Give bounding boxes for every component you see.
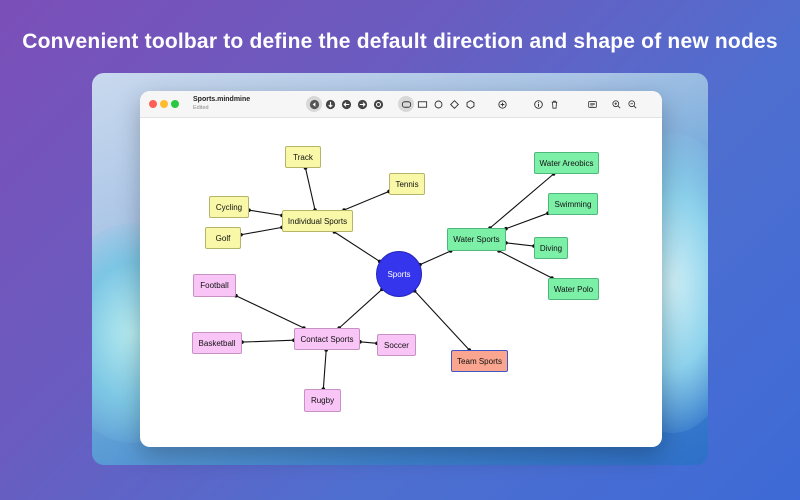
shape-rounded-rect-icon[interactable] xyxy=(398,96,414,112)
node-golf[interactable]: Golf xyxy=(205,227,241,249)
action-toolbar-group xyxy=(494,96,562,112)
direction-auto-icon[interactable] xyxy=(306,96,322,112)
node-team-sports[interactable]: Team Sports xyxy=(451,350,508,372)
connector-water-polo xyxy=(498,250,553,279)
zoom-in-icon[interactable] xyxy=(608,96,624,112)
info-icon[interactable] xyxy=(530,96,546,112)
connector-sports-team xyxy=(414,290,470,351)
connector-individual-track xyxy=(304,167,316,211)
node-diving[interactable]: Diving xyxy=(534,237,568,259)
node-tennis[interactable]: Tennis xyxy=(389,173,425,195)
direction-left-icon[interactable] xyxy=(338,96,354,112)
document-title: Sports.mindmine xyxy=(193,96,251,103)
title-bar: Sports.mindmine Edited xyxy=(140,91,662,118)
connector-individual-cycling xyxy=(248,209,283,216)
shape-rectangle-icon[interactable] xyxy=(414,96,430,112)
node-soccer[interactable]: Soccer xyxy=(377,334,416,356)
node-swimming[interactable]: Swimming xyxy=(548,193,598,215)
trash-icon[interactable] xyxy=(546,96,562,112)
minimize-window-button[interactable] xyxy=(160,100,168,108)
node-water-polo[interactable]: Water Polo xyxy=(548,278,599,300)
node-cycling[interactable]: Cycling xyxy=(209,196,249,218)
zoom-window-button[interactable] xyxy=(171,100,179,108)
node-track[interactable]: Track xyxy=(285,146,321,168)
node-sports[interactable]: Sports xyxy=(376,251,422,297)
node-water-sports[interactable]: Water Sports xyxy=(447,228,506,251)
node-individual-sports[interactable]: Individual Sports xyxy=(282,210,353,232)
direction-toolbar-group xyxy=(306,96,386,112)
node-contact-sports[interactable]: Contact Sports xyxy=(294,328,360,350)
shape-circle-icon[interactable] xyxy=(430,96,446,112)
node-water-aerobics[interactable]: Water Areobics xyxy=(534,152,599,174)
connector-water-swimming xyxy=(505,212,549,230)
connector-contact-rugby xyxy=(322,349,327,390)
direction-right-icon[interactable] xyxy=(354,96,370,112)
connector-contact-basketball xyxy=(241,339,295,343)
shape-hexagon-icon[interactable] xyxy=(462,96,478,112)
add-node-icon[interactable] xyxy=(494,96,510,112)
connector-contact-soccer xyxy=(359,341,378,344)
close-window-button[interactable] xyxy=(149,100,157,108)
connector-contact-football xyxy=(235,295,305,329)
connector-individual-golf xyxy=(240,226,283,236)
app-window: Sports.mindmine Edited xyxy=(140,91,662,447)
shape-toolbar-group xyxy=(398,96,478,112)
node-football[interactable]: Football xyxy=(193,274,236,297)
document-status: Edited xyxy=(193,105,209,111)
headline: Convenient toolbar to define the default… xyxy=(22,30,778,53)
direction-down-icon[interactable] xyxy=(322,96,338,112)
node-rugby[interactable]: Rugby xyxy=(304,389,341,412)
connector-individual-tennis xyxy=(343,190,390,211)
connector-sports-individual xyxy=(334,231,381,262)
connector-sports-water xyxy=(419,250,451,266)
direction-radial-icon[interactable] xyxy=(370,96,386,112)
zoom-out-icon[interactable] xyxy=(624,96,640,112)
sidebar-icon[interactable] xyxy=(584,96,600,112)
view-toolbar-group xyxy=(584,96,640,112)
mindmap-canvas[interactable]: Sports Individual Sports Track Tennis Cy… xyxy=(140,118,662,447)
connector-water-aerobics xyxy=(489,173,554,229)
node-basketball[interactable]: Basketball xyxy=(192,332,242,354)
shape-diamond-icon[interactable] xyxy=(446,96,462,112)
connector-water-diving xyxy=(505,242,535,247)
connector-sports-contact xyxy=(338,289,383,329)
